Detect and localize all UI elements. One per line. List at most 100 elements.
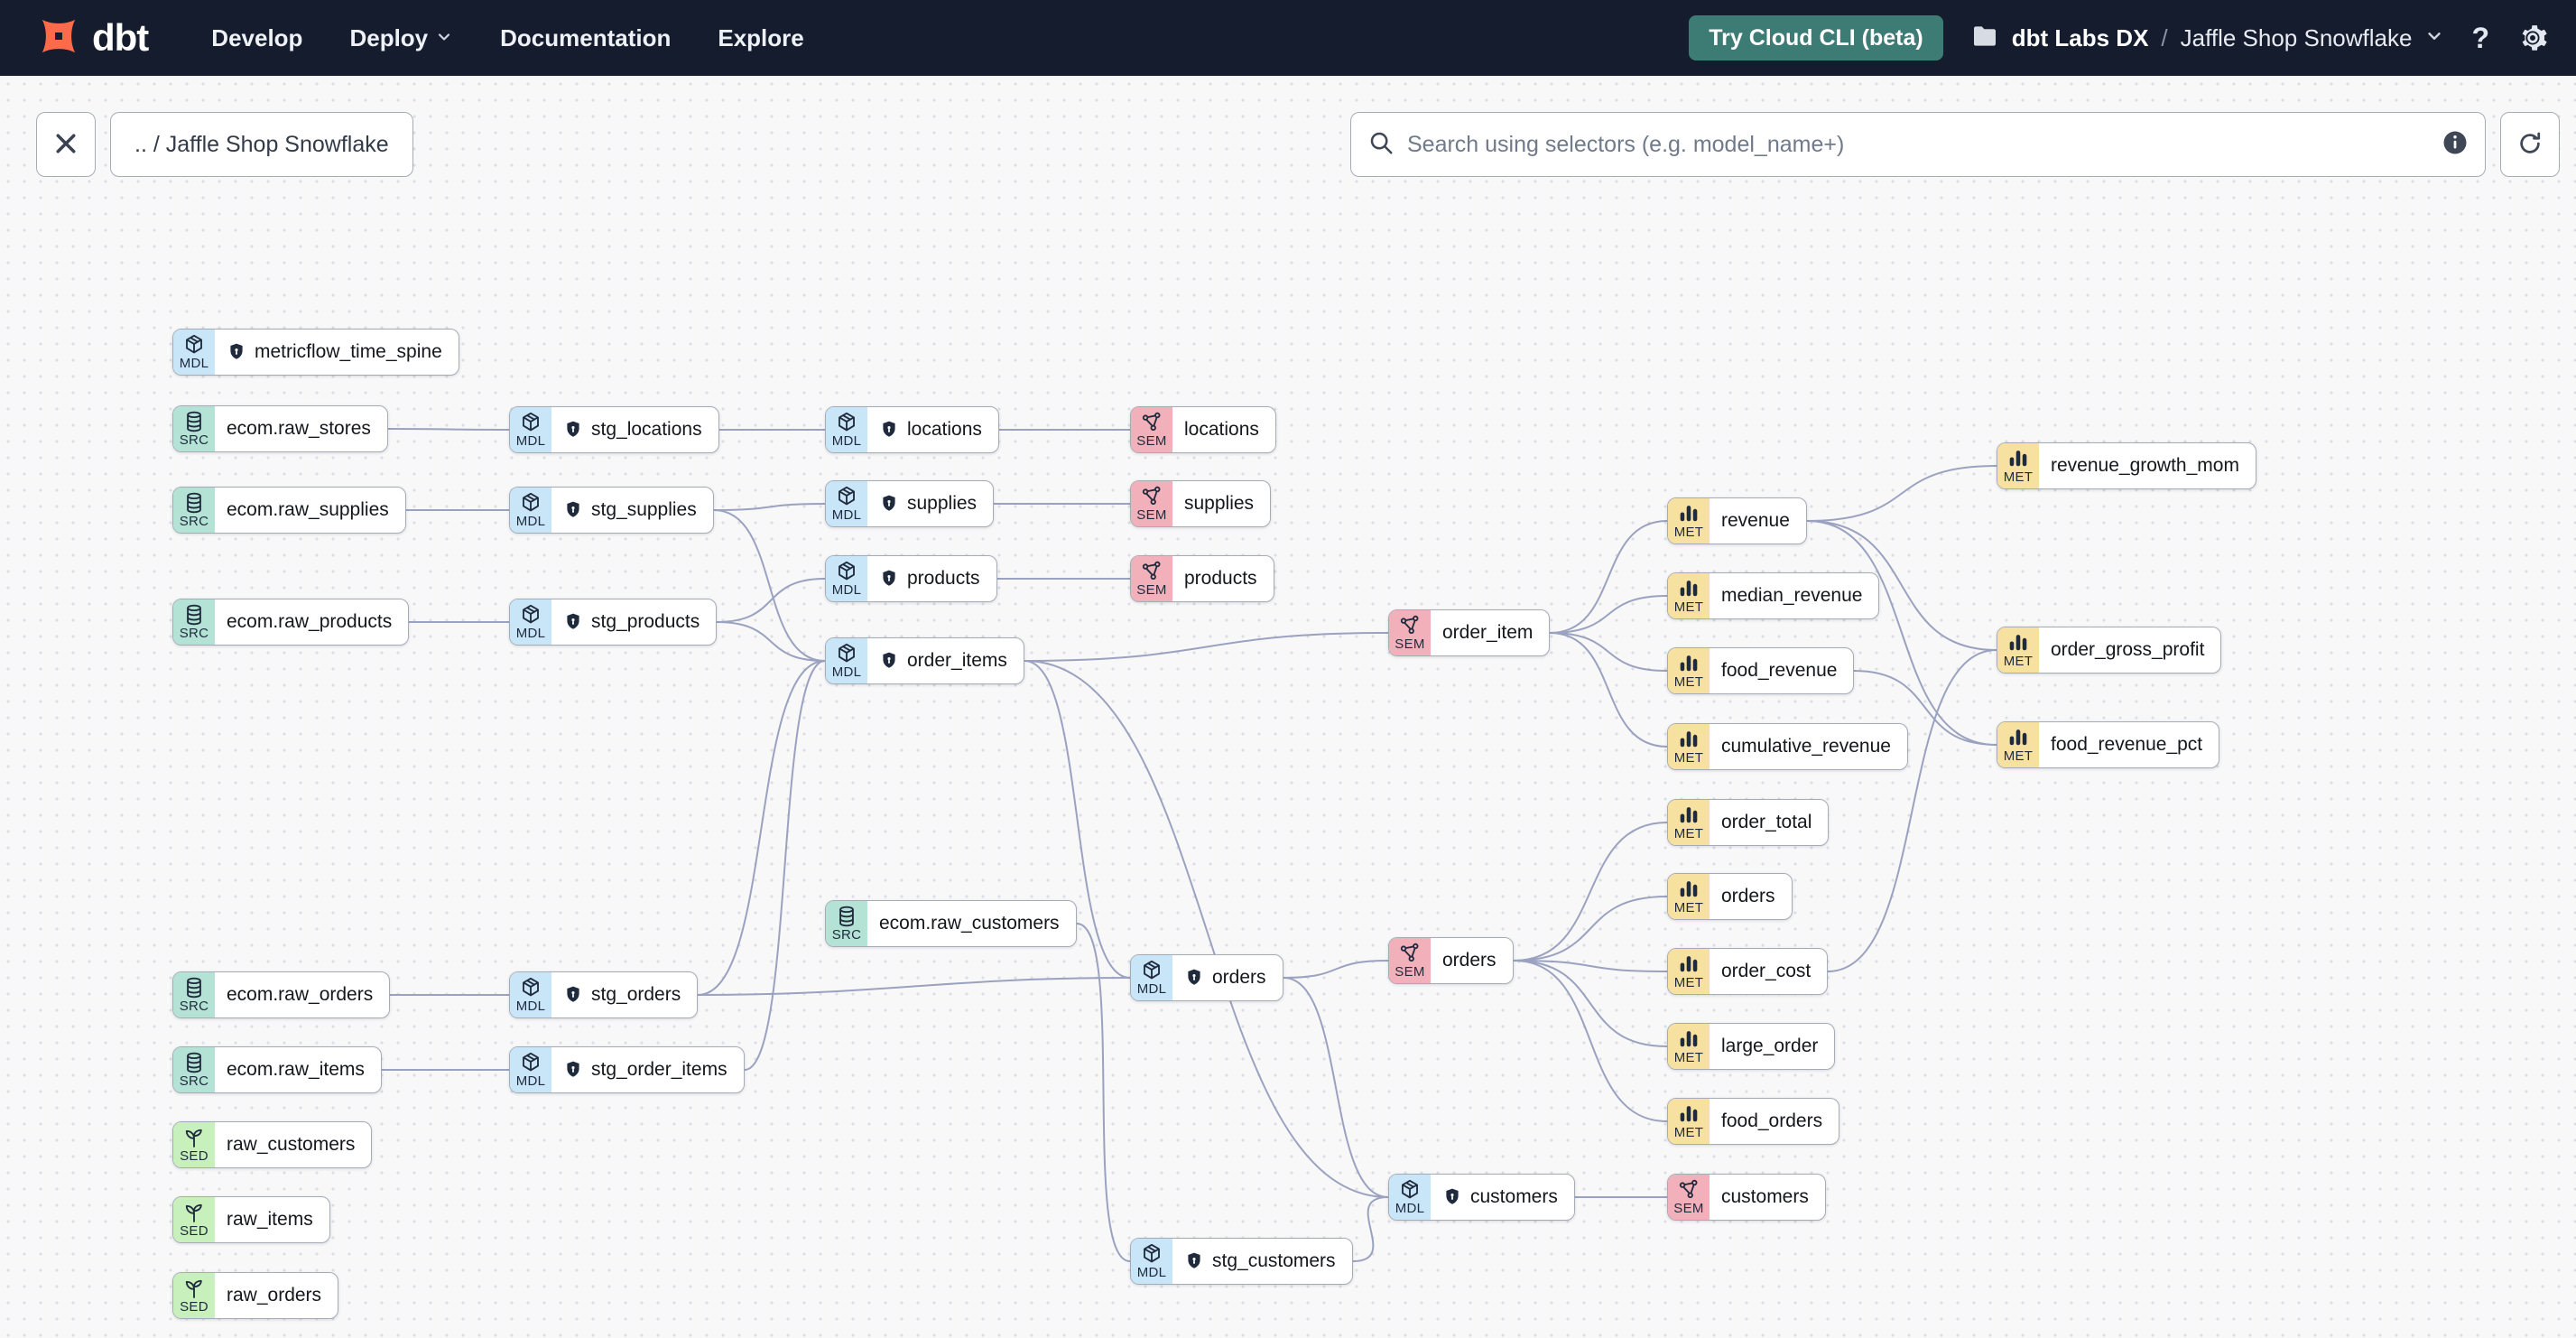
node-label-area: raw_customers (215, 1122, 371, 1167)
nav-item-develop[interactable]: Develop (211, 23, 303, 51)
node-label-area: locations (1172, 407, 1275, 452)
node-label: orders (1721, 886, 1775, 906)
node-mdl_metricflow_time_spine[interactable]: MDL metricflow_time_spine (172, 329, 459, 376)
node-type-label: MET (1673, 525, 1704, 540)
node-type-label: MDL (515, 1073, 546, 1089)
model-cube-icon (519, 976, 542, 999)
edge-met_food_revenue-to-met_food_revenue_pct (1853, 670, 1997, 746)
shield-icon (227, 342, 246, 362)
edge-sem_orders-to-met_large_order (1513, 960, 1668, 1047)
model-cube-icon: MDL (173, 330, 215, 375)
help-icon[interactable]: ? (2471, 21, 2489, 54)
close-icon (52, 130, 79, 160)
edge-mdl_orders-to-sem_orders (1283, 960, 1389, 979)
metric-bars-icon (1677, 577, 1700, 600)
semantic-model-icon: SEM (1131, 407, 1172, 452)
node-label-area: orders (1710, 874, 1792, 919)
dbt-logo[interactable]: dbt (34, 12, 149, 65)
metric-bars-icon: MET (1668, 648, 1710, 693)
try-cloud-cli-button[interactable]: Try Cloud CLI (beta) (1689, 15, 1943, 60)
metric-bars-icon (2006, 726, 2030, 749)
info-icon[interactable] (2442, 129, 2469, 161)
node-label-area: order_total (1710, 800, 1828, 845)
node-sem_locations[interactable]: SEM locations (1130, 406, 1276, 453)
nav-item-explore[interactable]: Explore (718, 23, 804, 51)
nav-item-deploy[interactable]: Deploy (349, 24, 453, 52)
node-label: supplies (1184, 493, 1255, 514)
selector-search[interactable] (1350, 112, 2486, 177)
node-type-label: MDL (831, 433, 862, 449)
semantic-model-icon: SEM (1389, 610, 1431, 655)
node-mdl_supplies[interactable]: MDL supplies (825, 480, 995, 527)
project-selector[interactable]: dbt Labs DX / Jaffle Shop Snowflake (1970, 22, 2445, 55)
semantic-model-icon: SEM (1131, 556, 1172, 601)
model-cube-icon (182, 333, 206, 357)
search-input[interactable] (1407, 117, 2429, 172)
node-label: metricflow_time_spine (255, 341, 442, 362)
model-cube-icon: MDL (510, 599, 551, 645)
model-cube-icon: MDL (826, 481, 867, 526)
metric-bars-icon: MET (1668, 573, 1710, 618)
node-type-label: MDL (179, 356, 209, 371)
nav-item-documentation[interactable]: Documentation (500, 23, 672, 51)
model-cube-icon (835, 485, 858, 508)
model-cube-icon (835, 642, 858, 665)
close-lineage-button[interactable] (36, 112, 96, 177)
node-label-area: ecom.raw_stores (215, 406, 387, 451)
edge-met_revenue-to-met_food_revenue_pct (1806, 520, 1997, 746)
metric-bars-icon (1677, 804, 1700, 827)
node-type-label: MET (2003, 654, 2034, 669)
breadcrumb[interactable]: .. / Jaffle Shop Snowflake (110, 112, 413, 177)
node-label: order_item (1442, 622, 1534, 643)
metric-bars-icon: MET (1668, 1024, 1710, 1069)
shield-icon (879, 651, 899, 671)
gear-icon[interactable] (2516, 22, 2549, 54)
refresh-icon (2516, 130, 2544, 160)
node-type-label: MET (1673, 599, 1704, 615)
node-label: supplies (907, 493, 978, 514)
node-sem_order_item[interactable]: SEM order_item (1388, 609, 1551, 656)
refresh-button[interactable] (2500, 112, 2560, 177)
model-cube-icon: MDL (1389, 1175, 1431, 1220)
shield-icon (879, 420, 899, 440)
node-label: locations (1184, 419, 1259, 440)
seed-sprout-icon: SED (173, 1197, 215, 1242)
